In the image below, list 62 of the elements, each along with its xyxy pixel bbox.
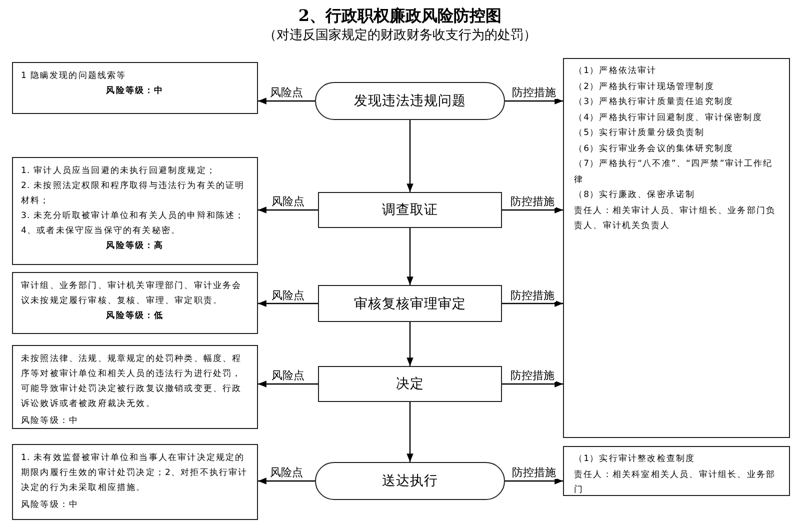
process-box: 决定: [318, 366, 502, 402]
risk-box: [12, 62, 258, 114]
risk-box: [12, 345, 258, 429]
risk-text: 4、或者未保守应当保守的有关秘密。: [21, 224, 182, 238]
edge-label: 防控措施: [510, 369, 556, 382]
measure-text: 责任人：相关科室相关人员、审计组长、业务部门: [574, 468, 777, 497]
risk-box: [12, 157, 258, 265]
measures-box: [563, 446, 790, 496]
edge-label: 防控措施: [510, 288, 556, 302]
arrow: [406, 228, 414, 285]
edge-label: 防控措施: [511, 86, 557, 99]
edge-label: 防控措施: [510, 195, 556, 208]
risk-text: 2. 未按照法定权限和程序取得与违法行为有关的证明材料；: [21, 180, 246, 208]
arrow: [258, 300, 318, 307]
measure-text: （6）实行审业务会议的集体研究制度: [574, 142, 735, 156]
process-box: 调查取证: [318, 192, 502, 228]
risk-text: 3. 未充分听取被审计单位和有关人员的申辩和陈述；: [21, 210, 246, 223]
risk-text: 审计组、业务部门、审计机关审理部门、审计业务会议未按规定履行审核、复核、审理、审定职责。: [21, 280, 243, 308]
arrow: [502, 206, 563, 214]
measure-text: （3）严格执行审计质量责任追究制度: [574, 96, 735, 109]
risk-level-text: 风险等级：中: [21, 415, 80, 428]
arrow: [505, 478, 563, 484]
arrow: [406, 322, 414, 366]
arrow: [406, 402, 414, 462]
measure-text: （5）实行审计质量分级负责制: [574, 126, 706, 140]
edge-label: 风险点: [270, 195, 306, 208]
edge-label: 风险点: [269, 466, 304, 479]
measure-text: （7）严格执行“八不准”、“四严禁”审计工作纪律: [574, 158, 774, 186]
arrow: [502, 300, 563, 307]
measures-box: [563, 58, 790, 438]
risk-text: 1 隐瞒发现的问题线索等: [21, 70, 128, 83]
risk-level-text: 风险等级：高: [105, 240, 165, 253]
risk-text: 未按照法律、法规、规章规定的处罚种类、幅度、程序等对被审计单位和相关人员的违法行为进行处罚，可能导致审计处罚决定被行政复议撤销或变更、行政诉讼败诉或者被政府裁决无效。: [21, 352, 243, 411]
title: 2、行政职权廉政风险防控图: [297, 6, 503, 26]
measure-text: （4）严格执行审计回避制度、审计保密制度: [574, 112, 764, 124]
arrow: [505, 98, 563, 104]
process-box: 审核复核审理审定: [318, 285, 502, 322]
risk-level-text: 风险等级：低: [105, 310, 165, 323]
arrow: [502, 380, 563, 388]
edge-label: 风险点: [270, 369, 306, 382]
measure-text: （1）实行审计整改检查制度: [574, 452, 696, 466]
risk-box: [12, 444, 258, 520]
arrow: [258, 380, 318, 388]
arrow: [258, 206, 318, 214]
measure-text: （1）严格依法审计: [574, 64, 658, 78]
measure-text: （8）实行廉政、保密承诺制: [574, 188, 696, 202]
edge-label: 风险点: [269, 86, 304, 99]
process-box: 发现违法违规问题: [315, 82, 505, 120]
measure-text: （2）严格执行审计现场管理制度: [574, 80, 716, 94]
process-box: 送达执行: [315, 462, 505, 500]
risk-text: 1. 审计人员应当回避的未执行回避制度规定；: [21, 164, 218, 178]
risk-level-text: 风险等级：中: [21, 499, 80, 512]
arrow: [406, 120, 414, 192]
arrow: [258, 478, 315, 484]
risk-text: 1. 未有效监督被审计单位和当事人在审计决定规定的期限内履行生效的审计处罚决定；2、对拒不执行审计决定的行为未采取相应措施。: [21, 452, 249, 495]
risk-level-text: 风险等级：中: [105, 84, 165, 98]
subtitle: （对违反国家规定的财政财务收支行为的处罚）: [262, 28, 538, 44]
arrow: [258, 98, 315, 104]
edge-label: 防控措施: [511, 466, 557, 479]
measure-text: 责任人：相关审计人员、审计组长、业务部门负责人、审计机关负责人: [574, 204, 777, 233]
risk-box: [12, 272, 258, 334]
edge-label: 风险点: [270, 288, 306, 302]
